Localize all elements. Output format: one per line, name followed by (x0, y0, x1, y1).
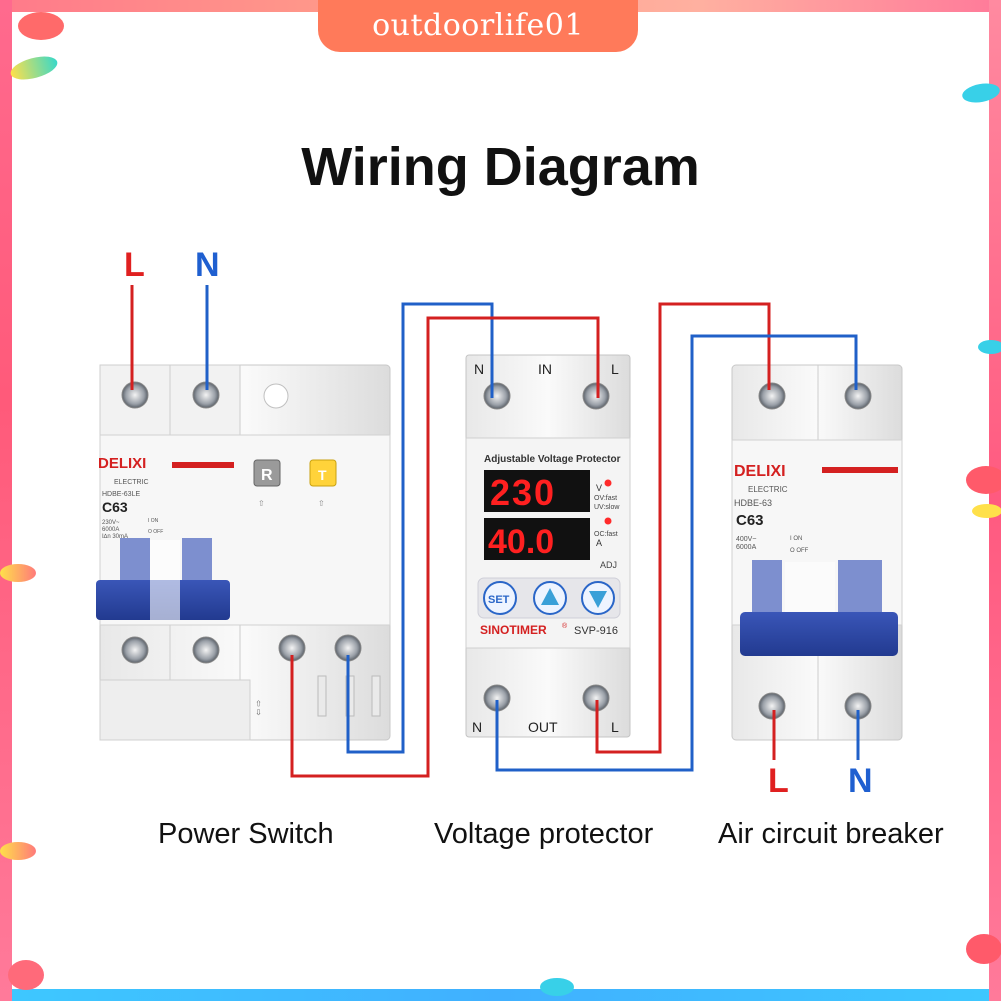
test-button-label: T (318, 467, 327, 483)
output-line-label: L (768, 762, 789, 800)
wire-neutral-switch-to-protector (346, 302, 494, 754)
protector-out-l-label: L (611, 719, 619, 735)
breaker-brand: DELIXI (734, 463, 786, 480)
decor-blob (966, 934, 1001, 964)
arrow-up-icon (541, 588, 559, 605)
wire-neutral-protector-to-breaker (495, 334, 858, 772)
protector-out-label: OUT (528, 719, 558, 735)
current-reading: 40.0 (488, 523, 554, 561)
protector-in-label: IN (538, 361, 552, 377)
wire-live-protector-to-breaker (595, 302, 771, 754)
ov-label: OV:fast (594, 495, 617, 502)
breaker-onoff: I ON (790, 536, 802, 542)
breaker-spec: 400V~ (736, 536, 756, 543)
svg-text:⇧: ⇧ (258, 499, 265, 508)
frame-bottom (0, 989, 1001, 1001)
protector-header: Adjustable Voltage Protector (484, 454, 621, 465)
protector-brand: SINOTIMER (480, 623, 547, 637)
protector-model: SVP-916 (574, 625, 618, 637)
decor-blob (0, 564, 36, 582)
power-switch-onoff: I ON (148, 518, 159, 524)
decor-blob (18, 12, 64, 40)
output-neutral-label: N (848, 762, 873, 800)
air-circuit-breaker-caption: Air circuit breaker (718, 818, 944, 850)
decor-blob (966, 466, 1001, 494)
adj-label: ADJ (600, 560, 617, 570)
power-switch-spec: 230V~ (102, 520, 120, 526)
power-switch-spec: I∆n 30mA (102, 533, 128, 540)
frame-right (989, 0, 1001, 1001)
power-switch-spec: 6000A (102, 527, 119, 533)
protector-out-n-label: N (472, 719, 482, 735)
power-switch-sub: ELECTRIC (114, 479, 149, 486)
oc-label: OC:fast (594, 531, 618, 538)
svg-text:⇧: ⇧ (318, 499, 325, 508)
set-button-label: SET (488, 594, 510, 606)
voltage-reading: 230 (490, 472, 556, 513)
air-circuit-breaker-device: DELIXI ELECTRIC HDBE-63 C63 400V~ 6000A … (731, 364, 903, 741)
frame-left (0, 0, 12, 1001)
arrow-down-icon (589, 591, 607, 608)
breaker-onoff: O OFF (790, 548, 809, 554)
input-line-label: L (124, 246, 145, 284)
set-button[interactable]: SET (483, 581, 517, 615)
uv-label: UV:slow (594, 504, 620, 511)
decor-blob (540, 978, 574, 996)
power-switch-device: DELIXI ELECTRIC HDBE-63LE C63 230V~ 6000… (96, 364, 391, 741)
down-button[interactable] (581, 581, 615, 615)
protector-in-l-label: L (611, 361, 619, 377)
breaker-sub: ELECTRIC (748, 485, 788, 494)
power-switch-model: HDBE-63LE (102, 491, 140, 498)
breaker-spec: 6000A (736, 544, 757, 551)
power-switch-brand: DELIXI (98, 455, 146, 472)
up-button[interactable] (533, 581, 567, 615)
input-neutral-label: N (195, 246, 220, 284)
decor-blob (8, 960, 44, 990)
watermark: outdoorlife01 (318, 0, 638, 52)
power-switch-rating: C63 (102, 499, 128, 515)
voltage-protector-device: N IN L Adjustable Voltage Protector 230 … (465, 354, 631, 738)
voltage-protector-caption: Voltage protector (434, 818, 654, 850)
breaker-model: HDBE-63 (734, 498, 772, 508)
decor-blob (0, 842, 36, 860)
diagram-title: Wiring Diagram (301, 137, 700, 197)
decor-blob (978, 340, 1001, 354)
protector-in-n-label: N (474, 361, 484, 377)
breaker-rating: C63 (736, 512, 764, 529)
svg-text:⇦ ⇨: ⇦ ⇨ (254, 700, 263, 716)
power-switch-caption: Power Switch (158, 818, 334, 850)
a-indicator: A (596, 538, 602, 548)
decor-blob (972, 504, 1001, 518)
protector-reg: ® (562, 622, 568, 630)
wire-live-switch-to-protector (290, 316, 600, 778)
reset-button-label: R (261, 467, 273, 484)
v-indicator: V (596, 483, 602, 493)
power-switch-onoff: O OFF (148, 529, 163, 535)
